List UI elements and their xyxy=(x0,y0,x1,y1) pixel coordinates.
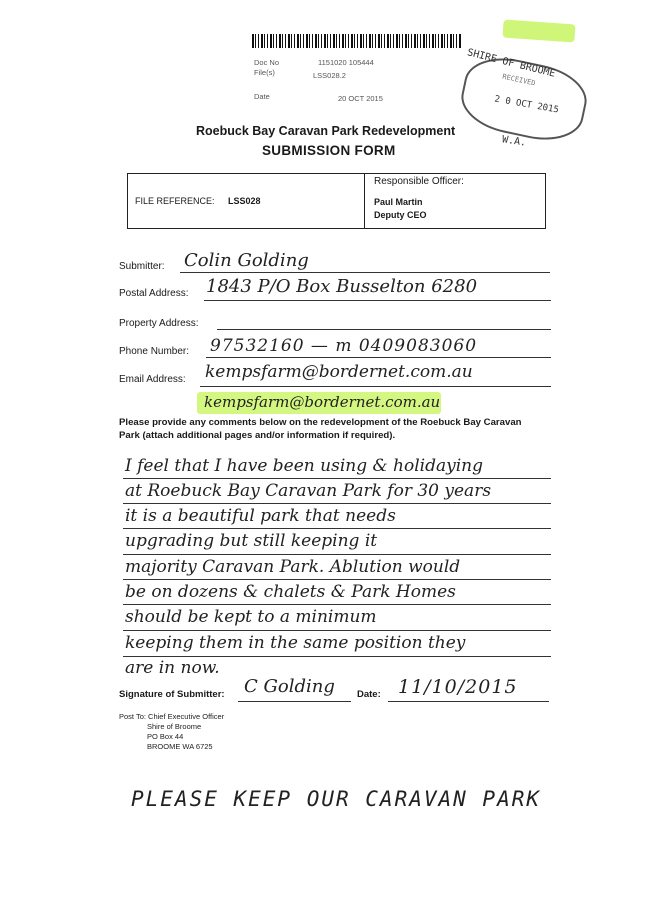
comment-text-line: at Roebuck Bay Caravan Park for 30 years xyxy=(125,481,492,501)
post-to-line-4: BROOME WA 6725 xyxy=(147,742,213,751)
signature-date-value: 11/10/2015 xyxy=(398,676,518,698)
highlighter-mark xyxy=(502,19,576,43)
stamp-bottom: W.A. xyxy=(501,134,527,149)
comment-line xyxy=(123,503,551,504)
post-to-line-1: Post To: Chief Executive Officer xyxy=(119,712,225,721)
comment-text-line: upgrading but still keeping it xyxy=(125,531,378,551)
comment-text-line: majority Caravan Park. Ablution would xyxy=(125,557,461,577)
comment-line xyxy=(123,528,551,529)
phone-number-value: 97532160 — m 0409083060 xyxy=(210,336,478,356)
email-address-value: kempsfarm@bordernet.com.au xyxy=(205,362,473,382)
reference-divider xyxy=(364,173,365,228)
email-highlight xyxy=(197,392,441,414)
comment-text-line: are in now. xyxy=(125,658,220,678)
comment-line xyxy=(123,656,551,657)
property-address-label: Property Address: xyxy=(119,318,199,329)
property-address-line xyxy=(217,329,551,330)
reference-box xyxy=(127,173,546,229)
barcode xyxy=(252,34,462,48)
comment-line xyxy=(123,554,551,555)
file-reference-value: LSS028 xyxy=(228,196,261,206)
signature-line xyxy=(238,701,351,702)
comment-text-line: keeping them in the same position they xyxy=(125,633,466,653)
postal-address-label: Postal Address: xyxy=(119,288,189,299)
doc-no-label: Doc No xyxy=(254,58,280,67)
responsible-officer-label: Responsible Officer: xyxy=(374,176,464,187)
signature-date-label: Date: xyxy=(357,689,381,700)
comment-text-line: it is a beautiful park that needs xyxy=(125,506,396,526)
comment-line xyxy=(123,630,551,631)
doc-no-value: 1151020 105444 xyxy=(318,58,374,67)
comment-text-line: should be kept to a minimum xyxy=(125,607,377,627)
handwritten-footer-note: PLEASE KEEP OUR CARAVAN PARK xyxy=(131,787,542,811)
signature-value: C Golding xyxy=(244,676,335,697)
phone-number-line xyxy=(206,357,551,358)
email-address-line xyxy=(200,386,551,387)
submitter-line xyxy=(180,272,550,273)
post-to-line-2: Shire of Broome xyxy=(147,722,202,731)
comment-line xyxy=(123,478,551,479)
file-reference-label: FILE REFERENCE: xyxy=(135,196,215,206)
postal-address-line xyxy=(204,300,551,301)
comment-text-line: I feel that I have been using & holidayi… xyxy=(125,456,483,476)
signature-label: Signature of Submitter: xyxy=(119,689,225,700)
postal-address-value: 1843 P/O Box Busselton 6280 xyxy=(206,276,478,297)
comment-line xyxy=(123,579,551,580)
file-label: File(s) xyxy=(254,68,275,77)
submitter-value: Colin Golding xyxy=(184,250,309,271)
date-value: 20 OCT 2015 xyxy=(338,94,383,103)
comments-instructions: Please provide any comments below on the… xyxy=(119,417,522,441)
post-to-line-3: PO Box 44 xyxy=(147,732,184,741)
form-title: Roebuck Bay Caravan Park Redevelopment xyxy=(196,124,456,138)
email-address-label: Email Address: xyxy=(119,374,186,385)
signature-date-line xyxy=(388,701,549,702)
date-label: Date xyxy=(254,92,270,101)
email-address-value-2: kempsfarm@bordernet.com.au xyxy=(204,393,441,411)
officer-title: Deputy CEO xyxy=(374,210,427,220)
form-subtitle: SUBMISSION FORM xyxy=(262,143,396,158)
phone-number-label: Phone Number: xyxy=(119,346,190,357)
submitter-label: Submitter: xyxy=(119,261,165,272)
comment-text-line: be on dozens & chalets & Park Homes xyxy=(125,582,456,602)
officer-name: Paul Martin xyxy=(374,197,423,207)
received-stamp: SHIRE OF BROOME RECEIVED 2 0 OCT 2015 W.… xyxy=(452,47,602,155)
comment-line xyxy=(123,604,551,605)
file-value: LSS028.2 xyxy=(313,71,346,80)
